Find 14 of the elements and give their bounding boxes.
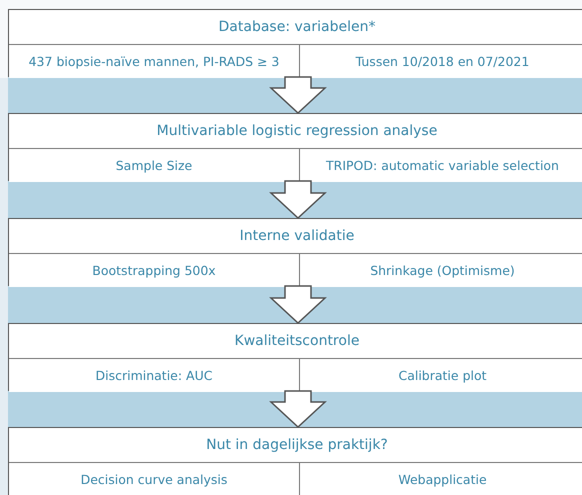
stage-box (8, 9, 582, 77)
stage-box (8, 113, 582, 181)
block-arrow (269, 180, 327, 220)
stage-detail: Calibratie plot (299, 359, 582, 392)
block-arrow (269, 390, 327, 428)
block-arrow (269, 76, 327, 114)
block-arrow (269, 285, 327, 324)
stage-box (8, 427, 582, 495)
stage-box (8, 323, 582, 391)
stage-detail: TRIPOD: automatic variable selection (299, 149, 582, 182)
stage-detail: Tussen 10/2018 en 07/2021 (299, 45, 582, 78)
stage-box (8, 218, 582, 286)
stage-detail: Webapplicatie (299, 463, 582, 495)
stage-detail: Shrinkage (Optimisme) (299, 254, 582, 287)
